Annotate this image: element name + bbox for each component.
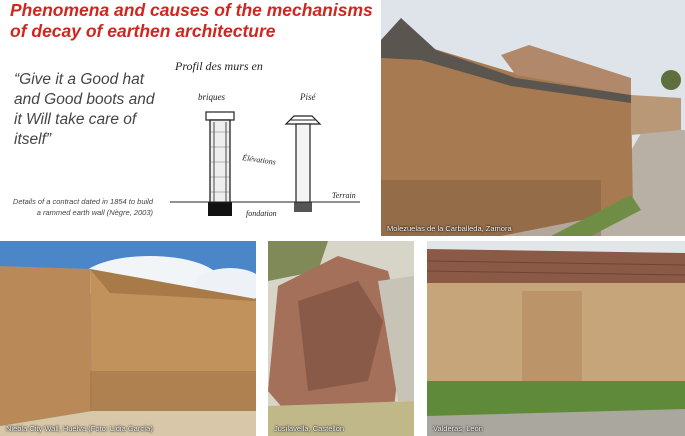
sketch-label-terrain: Terrain: [332, 191, 356, 200]
sketch-label-right: Pisé: [299, 92, 317, 102]
sketch-label-elevation: Élévations: [241, 152, 277, 167]
sketch-heading: Profil des murs en: [174, 59, 263, 73]
brick-column: [205, 111, 235, 216]
wall-profile-sketch: Profil des murs en briques Pisé Élévatio…: [160, 52, 376, 230]
sketch-label-left: briques: [198, 92, 225, 102]
photo-label-jusilavella: Jusilavella, Castellón: [274, 424, 345, 433]
photo-jusilavella: Jusilavella, Castellón: [268, 241, 414, 436]
slide-title: Phenomena and causes of the mechanisms o…: [10, 0, 373, 41]
photo-label-molezuelas: Molezuelas de la Carballeda, Zamora: [387, 224, 512, 233]
photo-niebla: Niebla City Wall, Huelva (Foto: Lidia Ga…: [0, 241, 256, 436]
photo-label-niebla: Niebla City Wall, Huelva (Foto: Lidia Ga…: [6, 424, 153, 433]
photo-molezuelas: Molezuelas de la Carballeda, Zamora: [381, 0, 685, 236]
photo-label-valderas: Valderas, León: [433, 424, 483, 433]
sketch-label-foundation: fondation: [246, 209, 277, 218]
sketch-caption: Details of a contract dated in 1854 to b…: [12, 197, 153, 217]
quote-text: “Give it a Good hat and Good boots and i…: [14, 71, 155, 148]
rammed-earth-column: [284, 115, 322, 212]
photo-valderas: Valderas, León: [427, 241, 685, 436]
